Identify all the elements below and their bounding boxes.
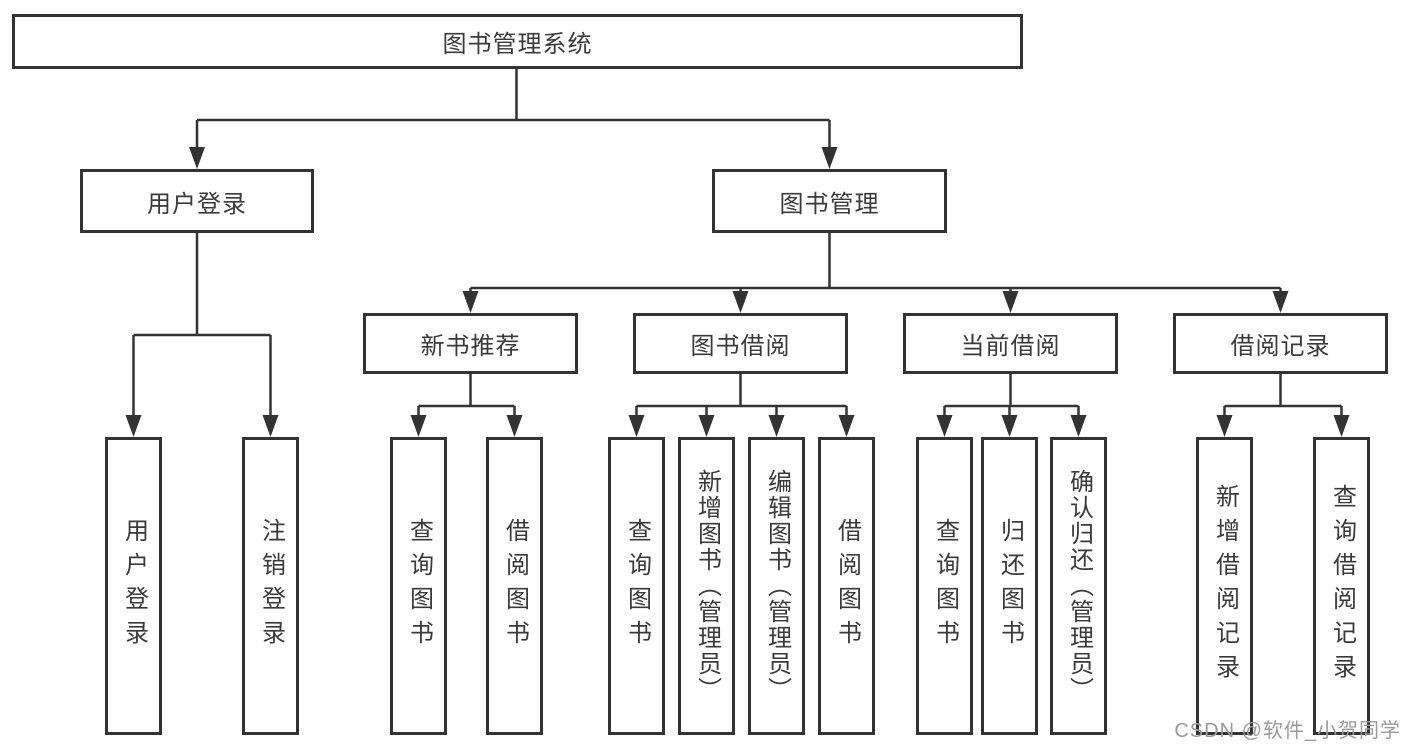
node-user-login: 用户登录 xyxy=(80,169,314,233)
leaf-label: 查询图书 xyxy=(405,518,433,654)
leaf-label: 新增图书（管理员） xyxy=(693,469,721,703)
node-label: 新书推荐 xyxy=(420,333,521,360)
node-library-management-system: 图书管理系统 xyxy=(12,14,1023,69)
leaf-label: 借阅图书 xyxy=(833,518,861,654)
leaf-borrow-books-2: 借阅图书 xyxy=(818,437,875,735)
node-current-borrowing: 当前借阅 xyxy=(903,313,1118,374)
csdn-watermark: CSDN @软件_小贺同学 xyxy=(1174,720,1401,742)
leaf-confirm-return-admin: 确认归还（管理员） xyxy=(1050,437,1107,735)
connector-group2 xyxy=(635,374,848,417)
connector-mgmt-to-level3 xyxy=(469,233,1282,292)
leaf-label: 用户登录 xyxy=(120,518,148,654)
leaf-label: 新增借阅记录 xyxy=(1211,484,1239,688)
node-label: 用户登录 xyxy=(147,190,247,218)
leaf-label: 查询图书 xyxy=(623,518,651,654)
leaf-label: 注销登录 xyxy=(257,518,285,654)
leaf-label: 归还图书 xyxy=(996,518,1024,654)
node-book-borrowing: 图书借阅 xyxy=(633,313,848,374)
node-label: 图书管理 xyxy=(779,190,880,218)
node-label: 图书借阅 xyxy=(690,333,791,360)
node-label: 借阅记录 xyxy=(1230,333,1331,360)
connector-group4 xyxy=(1223,374,1343,417)
leaf-return-books: 归还图书 xyxy=(981,437,1038,735)
leaf-query-books-1: 查询图书 xyxy=(390,437,447,735)
leaf-label: 确认归还（管理员） xyxy=(1065,469,1093,703)
node-label: 当前借阅 xyxy=(960,333,1061,360)
node-new-book-recommendation: 新书推荐 xyxy=(363,313,578,374)
node-book-management: 图书管理 xyxy=(712,169,947,233)
leaf-label: 查询图书 xyxy=(931,518,959,654)
leaf-query-borrow-record: 查询借阅记录 xyxy=(1313,437,1370,735)
connector-group1 xyxy=(417,374,516,417)
leaf-query-books-3: 查询图书 xyxy=(916,437,973,735)
leaf-logout: 注销登录 xyxy=(242,437,299,735)
leaf-label: 编辑图书（管理员） xyxy=(763,469,791,703)
leaf-label: 查询借阅记录 xyxy=(1328,484,1356,688)
leaf-borrow-books-1: 借阅图书 xyxy=(486,437,543,735)
node-borrowing-records: 借阅记录 xyxy=(1173,313,1388,374)
leaf-query-books-2: 查询图书 xyxy=(608,437,665,735)
leaf-add-borrow-record: 新增借阅记录 xyxy=(1196,437,1253,735)
leaf-add-book-admin: 新增图书（管理员） xyxy=(678,437,735,735)
connector-login-to-leaves xyxy=(132,233,272,417)
connector-root-to-level2 xyxy=(195,69,831,149)
leaf-user-login: 用户登录 xyxy=(105,437,162,735)
leaf-edit-book-admin: 编辑图书（管理员） xyxy=(748,437,805,735)
leaf-label: 借阅图书 xyxy=(501,518,529,654)
connector-group3 xyxy=(943,374,1080,417)
node-label: 图书管理系统 xyxy=(442,31,593,58)
